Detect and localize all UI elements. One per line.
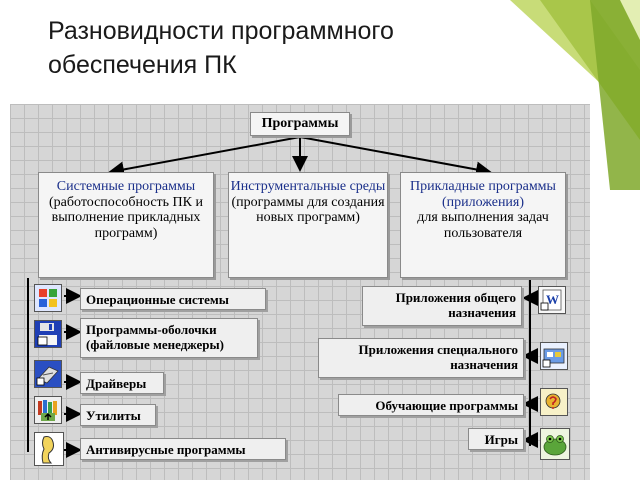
category-tool-environments: Инструментальные среды (программы для со… bbox=[228, 172, 388, 278]
svg-text:W: W bbox=[546, 292, 559, 307]
item-operating-systems: Операционные системы bbox=[80, 288, 266, 310]
category-description: для выполнения задач пользователя bbox=[417, 210, 549, 241]
special-app-icon bbox=[540, 342, 568, 370]
item-educational-programs: Обучающие программы bbox=[338, 394, 524, 416]
windows-logo-icon bbox=[34, 284, 62, 312]
item-special-purpose-apps: Приложения специального назначения bbox=[318, 338, 524, 378]
word-document-icon: W bbox=[538, 286, 566, 314]
education-icon bbox=[540, 388, 568, 416]
driver-icon bbox=[34, 360, 62, 388]
category-name: Прикладные программы (приложения) bbox=[410, 179, 556, 210]
category-name: Инструментальные среды bbox=[230, 179, 386, 194]
item-utilities: Утилиты bbox=[80, 404, 156, 426]
item-antivirus-programs: Антивирусные программы bbox=[80, 438, 286, 460]
slide-title: Разновидности программного обеспечения П… bbox=[48, 17, 394, 79]
item-games: Игры bbox=[468, 428, 524, 450]
category-application-programs: Прикладные программы (приложения) для вы… bbox=[400, 172, 566, 278]
category-name: Системные программы bbox=[56, 179, 196, 194]
root-node-programs: Программы bbox=[250, 112, 350, 136]
category-system-programs: Системные программы (работоспособность П… bbox=[38, 172, 214, 278]
floppy-disk-icon bbox=[34, 320, 62, 348]
item-shell-programs: Программы-оболочки (файловые менеджеры) bbox=[80, 318, 258, 358]
decorative-green-shapes bbox=[510, 0, 640, 190]
category-description: (работоспособность ПК и выполнение прикл… bbox=[49, 194, 203, 241]
antivirus-icon bbox=[34, 432, 64, 466]
item-general-purpose-apps: Приложения общего назначения bbox=[362, 286, 522, 326]
item-drivers: Драйверы bbox=[80, 372, 164, 394]
category-description: (программы для создания новых программ) bbox=[231, 194, 385, 226]
books-icon bbox=[34, 396, 62, 424]
game-frog-icon bbox=[540, 428, 570, 460]
